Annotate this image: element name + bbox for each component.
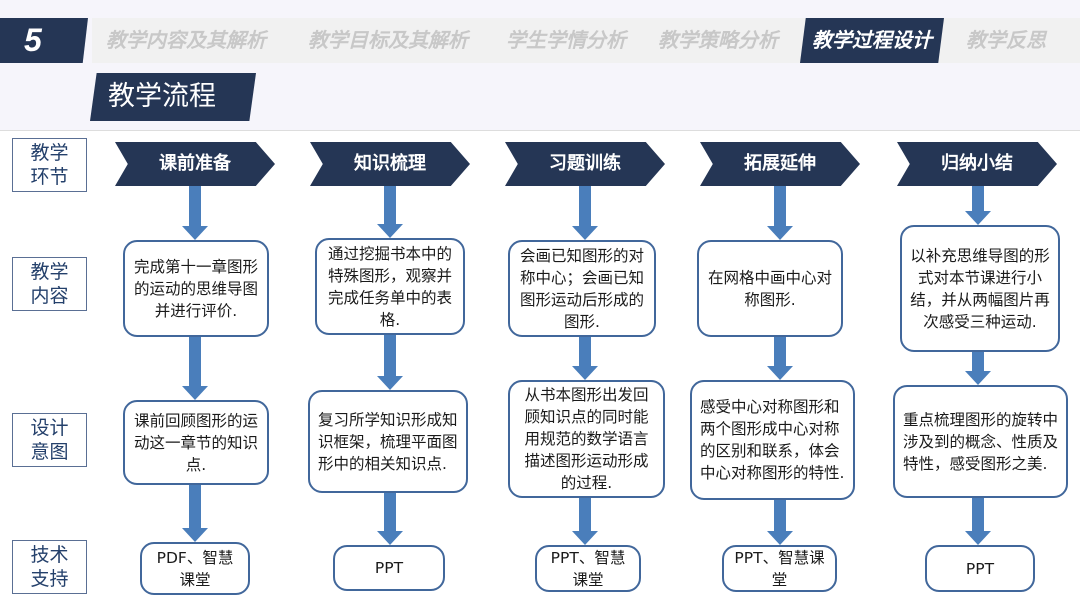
stage-chevron: 课前准备 xyxy=(115,142,275,186)
intent-box: 从书本图形出发回顾知识点的同时能用规范的数学语言描述图形运动形成的过程. xyxy=(508,380,665,498)
tech-box: PDF、智慧课堂 xyxy=(140,542,250,595)
intent-box: 复习所学知识形成知识框架，梳理平面图形中的相关知识点. xyxy=(308,390,468,493)
nav-tab-1[interactable]: 教学目标及其解析 xyxy=(308,28,468,52)
intent-box: 感受中心对称图形和两个图形成中心对称的区别和联系，体会中心对称图形的特性. xyxy=(690,380,855,500)
stage-chevron: 习题训练 xyxy=(505,142,665,186)
row-label: 技术 支持 xyxy=(12,540,87,594)
down-arrow-icon xyxy=(965,186,991,225)
down-arrow-icon xyxy=(377,493,403,545)
nav-tab-5[interactable]: 教学反思 xyxy=(966,28,1046,52)
down-arrow-icon xyxy=(767,337,793,380)
down-arrow-icon xyxy=(377,335,403,390)
intent-box: 课前回顾图形的运动这一章节的知识点. xyxy=(123,400,269,485)
intent-box: 重点梳理图形的旋转中涉及到的概念、性质及特性，感受图形之美. xyxy=(893,385,1068,498)
down-arrow-icon xyxy=(182,186,208,240)
down-arrow-icon xyxy=(965,352,991,385)
content-box: 以补充思维导图的形式对本节课进行小结，并从两幅图片再次感受三种运动. xyxy=(900,225,1060,352)
row-label: 设计 意图 xyxy=(12,413,87,467)
tech-box: PPT xyxy=(925,545,1035,592)
content-box: 在网格中画中心对称图形. xyxy=(697,240,843,337)
content-box: 通过挖掘书本中的特殊图形，观察并完成任务单中的表格. xyxy=(315,238,465,335)
nav-tab-4[interactable]: 教学过程设计 xyxy=(800,18,944,63)
down-arrow-icon xyxy=(767,500,793,545)
tech-box: PPT、智慧课堂 xyxy=(535,545,641,592)
down-arrow-icon xyxy=(377,186,403,238)
tech-box: PPT xyxy=(333,545,445,591)
page-title: 教学流程 xyxy=(90,73,256,121)
tech-box: PPT、智慧课堂 xyxy=(722,545,837,592)
stage-chevron: 知识梳理 xyxy=(310,142,470,186)
down-arrow-icon xyxy=(572,337,598,380)
down-arrow-icon xyxy=(182,485,208,542)
row-label: 教学 环节 xyxy=(12,138,87,192)
stage-chevron: 归纳小结 xyxy=(897,142,1057,186)
row-label: 教学 内容 xyxy=(12,257,87,311)
section-number: 5 xyxy=(0,18,88,63)
nav-tab-3[interactable]: 教学策略分析 xyxy=(658,28,778,52)
content-box: 会画已知图形的对称中心；会画已知图形运动后形成的图形. xyxy=(508,240,656,337)
nav-tab-0[interactable]: 教学内容及其解析 xyxy=(106,28,266,52)
flow-panel xyxy=(0,130,1080,607)
down-arrow-icon xyxy=(182,337,208,400)
nav-tab-2[interactable]: 学生学情分析 xyxy=(506,28,626,52)
content-box: 完成第十一章图形的运动的思维导图并进行评价. xyxy=(123,240,269,337)
down-arrow-icon xyxy=(767,186,793,240)
stage-chevron: 拓展延伸 xyxy=(700,142,860,186)
down-arrow-icon xyxy=(572,498,598,545)
down-arrow-icon xyxy=(572,186,598,240)
down-arrow-icon xyxy=(965,498,991,545)
